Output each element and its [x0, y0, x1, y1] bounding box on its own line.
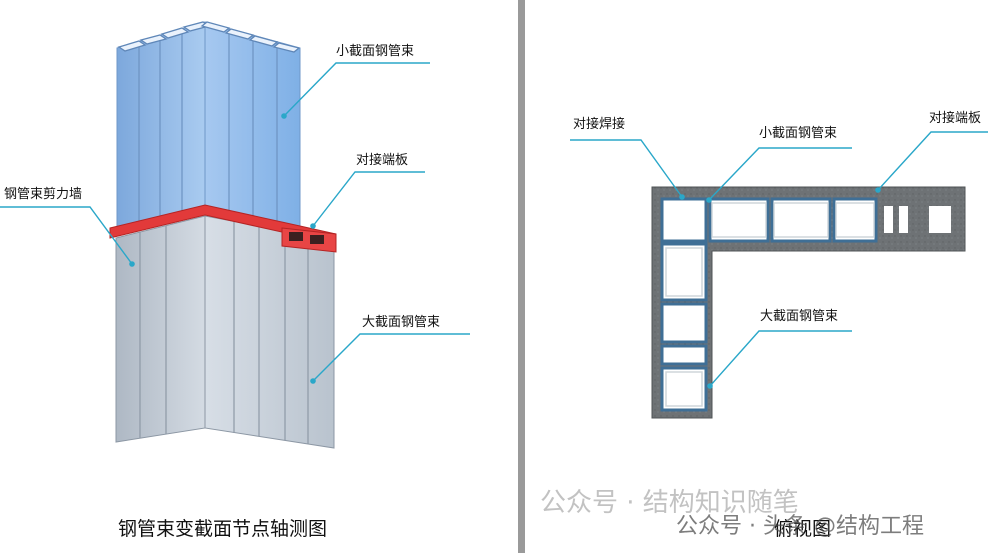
label-large-section: 大截面钢管束: [760, 309, 838, 324]
large-section-tubes: [115, 215, 335, 449]
leader-large-section: [312, 333, 470, 382]
plan-caption: 俯视图: [774, 518, 832, 540]
leader-small-section: [283, 62, 430, 117]
small-tube-openings: [884, 206, 951, 233]
watermark-line-1: 公众号 · 结构知识随笔: [540, 488, 799, 518]
label-small-section: 小截面钢管束: [336, 44, 414, 59]
watermark-line-2: 公众号 · 头条 @结构工程: [676, 514, 924, 539]
label-small-section: 小截面钢管束: [759, 126, 837, 141]
leader-end-plate: [312, 171, 425, 227]
label-weld: 对接焊接: [573, 116, 625, 132]
plan-panel: 对接焊接 小截面钢管束 对接端板 大截面钢管束 俯视图: [528, 0, 1002, 553]
leader-large-section: [709, 330, 852, 387]
axonometric-diagram: 小截面钢管束 对接端板 钢管束剪力墙 大截面钢管束: [0, 21, 470, 449]
leader-shear-wall: [0, 206, 133, 265]
small-section-tubes: [116, 21, 301, 233]
label-end-plate: 对接端板: [356, 152, 408, 168]
label-end-plate: 对接端板: [929, 110, 981, 126]
end-plate-opening: [289, 232, 303, 241]
panel-divider: [518, 0, 525, 553]
leader-end-plate: [877, 131, 988, 191]
axonometric-panel: 小截面钢管束 对接端板 钢管束剪力墙 大截面钢管束 钢管束变截面节点轴测图: [0, 21, 470, 540]
axonometric-caption: 钢管束变截面节点轴测图: [118, 518, 328, 540]
leader-small-section: [708, 147, 852, 201]
leader-weld: [570, 139, 683, 198]
end-plate: [109, 204, 337, 253]
concrete-wall: [651, 186, 966, 419]
label-shear-wall: 钢管束剪力墙: [4, 186, 82, 202]
label-large-section: 大截面钢管束: [362, 315, 440, 330]
plan-diagram: 对接焊接 小截面钢管束 对接端板 大截面钢管束: [570, 110, 988, 419]
end-plate-opening: [310, 235, 324, 244]
